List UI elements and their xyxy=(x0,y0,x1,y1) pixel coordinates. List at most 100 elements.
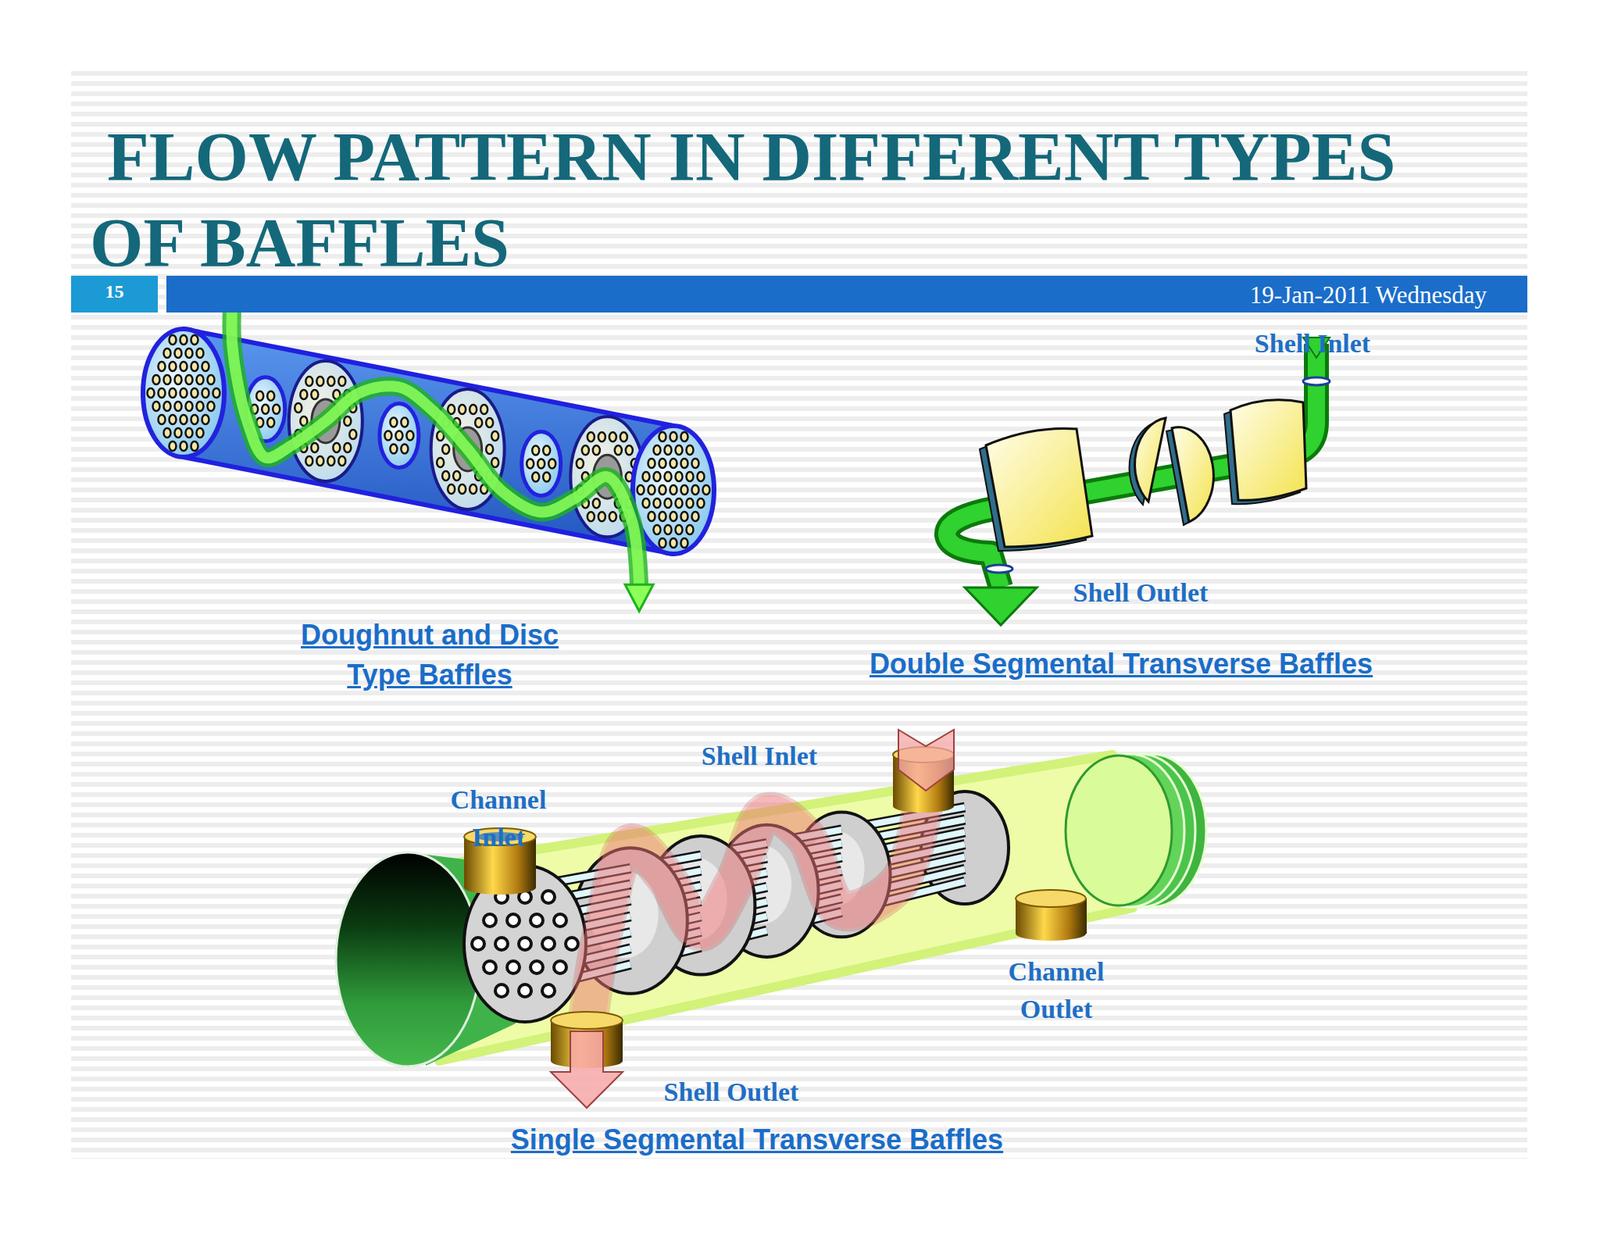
tube-hole xyxy=(389,444,397,454)
tube-hole xyxy=(670,458,678,468)
tube-hole xyxy=(185,348,193,358)
tube-hole xyxy=(196,348,204,358)
tube-hole xyxy=(681,485,689,495)
tube-hole xyxy=(542,890,555,904)
tube-hole xyxy=(305,376,313,386)
flow-ribbon xyxy=(586,789,926,1032)
tube-hole xyxy=(158,388,166,398)
tube-hole xyxy=(175,375,183,385)
tube-hole xyxy=(483,960,497,974)
tube-hole xyxy=(686,445,694,455)
figure-caption: Double Segmental Transverse Baffles xyxy=(808,643,1434,684)
tube-hole xyxy=(164,401,172,411)
tube-hole xyxy=(158,361,166,372)
tube-hole xyxy=(609,432,617,442)
baffle-face xyxy=(632,425,715,554)
tube-hole xyxy=(475,417,483,428)
tube-hole xyxy=(343,442,351,453)
tube-hole xyxy=(542,984,555,997)
striped-background xyxy=(71,71,1528,1159)
tube-hole xyxy=(659,511,667,522)
tube-hole xyxy=(542,472,550,483)
tube-hole xyxy=(542,937,555,950)
segmental-baffle xyxy=(1171,427,1214,522)
tube-hole xyxy=(530,960,543,974)
tube-hole xyxy=(191,414,199,425)
tube-hole xyxy=(692,511,700,522)
tube-hole xyxy=(169,388,177,398)
tube-hole xyxy=(191,441,199,451)
outlet-arrow xyxy=(964,587,1037,625)
flow-outline xyxy=(232,296,640,586)
flow-stream xyxy=(232,296,640,586)
tube-hole xyxy=(196,401,204,411)
tube-hole xyxy=(202,388,210,398)
tube-hole xyxy=(261,404,269,415)
flow-pipe xyxy=(946,343,1317,588)
channel-outlet-nozzle xyxy=(1015,889,1087,941)
tube-hole xyxy=(180,441,188,451)
tube-hole xyxy=(147,388,155,398)
tube-hole xyxy=(620,432,628,442)
flow-ribbon-edge xyxy=(586,789,926,1032)
baffle-face xyxy=(464,865,586,1022)
tube-hole xyxy=(653,445,661,455)
tube-hole xyxy=(553,914,567,927)
tube-hole xyxy=(648,485,656,495)
front-tube-sheet xyxy=(464,865,586,1022)
tube-hole xyxy=(598,511,606,522)
tube-hole xyxy=(406,431,414,441)
tube-hole xyxy=(587,511,595,522)
slide-number-box: 15 xyxy=(71,275,158,313)
disc-baffle xyxy=(521,432,561,497)
bonnet-face xyxy=(1065,755,1172,906)
shell-outlet-arrow xyxy=(550,1031,623,1108)
baffle-face xyxy=(142,328,225,458)
tube-hole xyxy=(327,376,335,386)
single-segmental-exchanger xyxy=(335,729,1207,1108)
tube-hole xyxy=(384,431,392,441)
tube-hole xyxy=(614,445,622,455)
tube-hole xyxy=(686,498,694,508)
tube-hole xyxy=(180,361,188,372)
tube-hole xyxy=(548,459,556,469)
tube-hole xyxy=(659,538,667,548)
tube-hole xyxy=(153,401,161,411)
tube-hole xyxy=(185,375,193,385)
nozzle-base xyxy=(464,880,536,895)
tube-hole xyxy=(436,457,444,468)
node-text: 19-Jan-2011 Wednesday xyxy=(166,275,1487,315)
tube-hole xyxy=(592,498,600,508)
tube-hole xyxy=(697,471,705,482)
tube-hole xyxy=(681,458,689,468)
tube-hole xyxy=(507,914,520,927)
tube-hole xyxy=(653,498,661,508)
nozzle-label: Shell Inlet xyxy=(673,737,846,775)
double-segmental-illustration xyxy=(946,337,1330,625)
figure-caption: Single Segmental Transverse Baffles xyxy=(444,1119,1070,1160)
slide-title: FLOW PATTERN IN DIFFERENT TYPES OF BAFFL… xyxy=(89,114,1465,286)
tube-hole xyxy=(310,389,318,400)
tube-hole xyxy=(565,937,579,950)
tube-hole xyxy=(180,388,188,398)
tube-hole xyxy=(642,471,650,482)
tube-hole xyxy=(196,428,204,438)
tube-hole xyxy=(469,484,477,494)
tube-hole xyxy=(670,432,678,442)
tube-hole xyxy=(164,428,172,438)
tube-hole xyxy=(332,442,340,453)
tube-hole xyxy=(169,441,177,451)
tube-hole xyxy=(202,361,210,372)
tube-hole xyxy=(338,456,346,466)
tube-hole xyxy=(681,432,689,442)
tube-hole xyxy=(191,361,199,372)
tube-hole xyxy=(256,391,264,401)
tube-hole xyxy=(648,458,656,468)
nozzle-label: Channel Inlet xyxy=(432,781,565,857)
tube-hole xyxy=(675,445,683,455)
tube-hole xyxy=(316,456,324,466)
tube-hole xyxy=(153,375,161,385)
channel-cap xyxy=(335,852,480,1067)
nozzle-label: Shell Outlet xyxy=(637,1073,825,1111)
tube-hole xyxy=(447,484,455,494)
